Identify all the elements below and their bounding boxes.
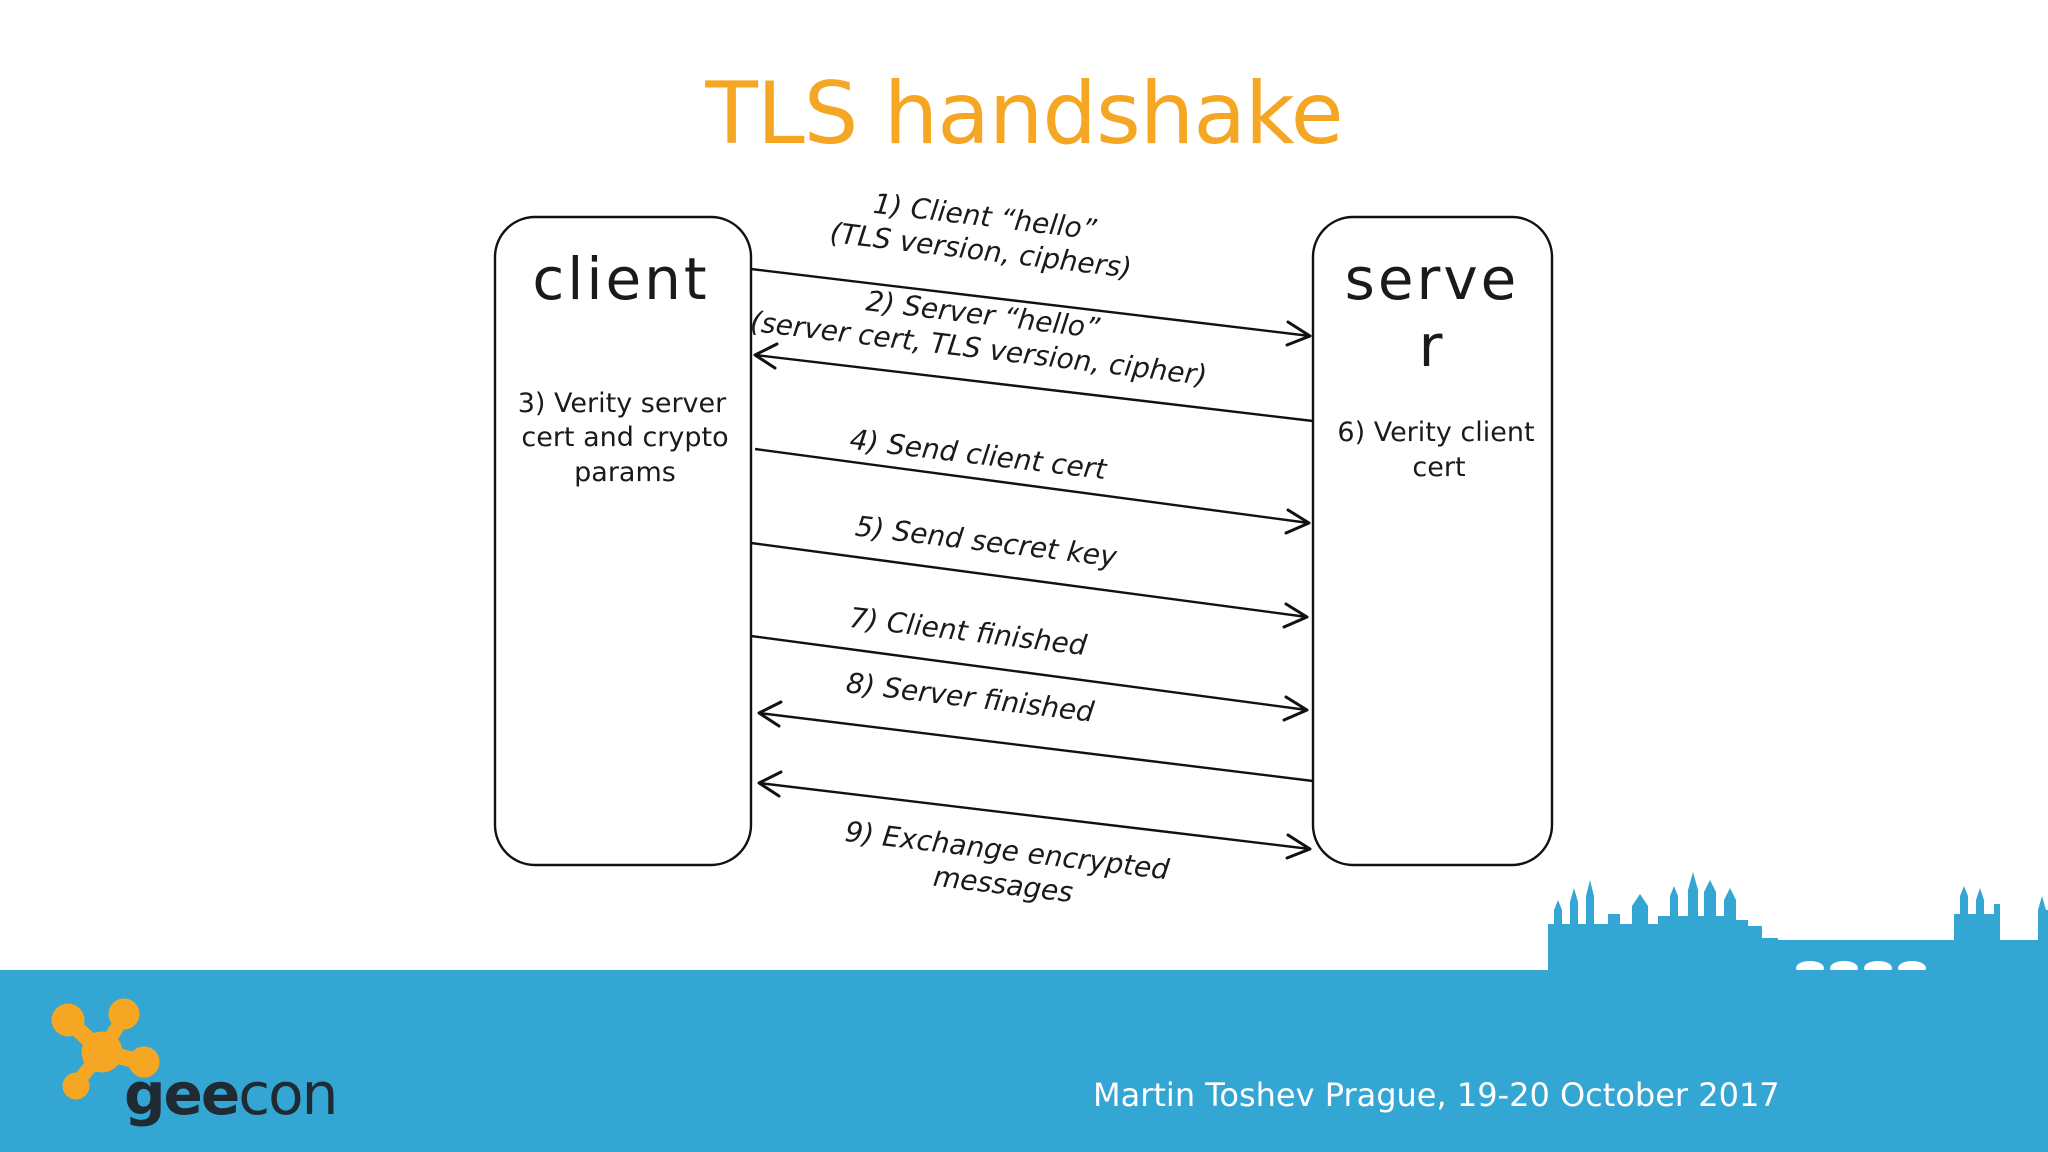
slide-title: TLS handshake	[705, 64, 1343, 164]
arrow-m5	[750, 541, 1309, 629]
arrow-m8	[757, 700, 1314, 783]
label-m5: 5) Send secret key	[854, 510, 1119, 574]
label-m9: 9) Exchange encrypted messages	[843, 815, 1171, 909]
client-title: client	[532, 245, 709, 313]
arrow-m2	[753, 342, 1314, 423]
footer-presenter-text: Martin Toshev Prague, 19-20 October 2017	[1093, 1076, 1780, 1114]
server-title-line-2: r	[1419, 312, 1446, 380]
label-m5-line-1: 5) Send secret key	[854, 510, 1119, 574]
server-title-line-1: serve	[1345, 245, 1520, 313]
arrow-m4	[754, 447, 1311, 535]
client-note-line-1: 3) Verity server	[518, 388, 727, 419]
footer-band	[0, 970, 2048, 1152]
server-box	[1311, 215, 1554, 867]
label-m4-line-1: 4) Send client cert	[848, 423, 1109, 486]
server-note-line-2: cert	[1412, 452, 1465, 483]
arrow-m7	[750, 634, 1309, 722]
geecon-brand-wordmark: geecon	[124, 1060, 338, 1128]
client-note-line-2: cert and crypto	[521, 422, 728, 453]
server-note-line-1: 6) Verity client	[1337, 417, 1534, 448]
label-m1: 1) Client “hello” (TLS version, ciphers)	[828, 187, 1133, 285]
client-note-line-3: params	[574, 457, 676, 488]
prague-skyline-icon	[1548, 872, 2048, 976]
arrow-m1	[750, 267, 1312, 347]
arrow-m9	[757, 770, 1312, 860]
brand-light: con	[238, 1060, 338, 1128]
brand-bold: gee	[124, 1060, 240, 1128]
label-m2: 2) Server “hello” (server cert, TLS vers…	[749, 284, 1209, 392]
client-box	[493, 215, 753, 867]
geecon-molecule-logo-icon	[51, 998, 160, 1100]
label-m4: 4) Send client cert	[848, 423, 1109, 486]
